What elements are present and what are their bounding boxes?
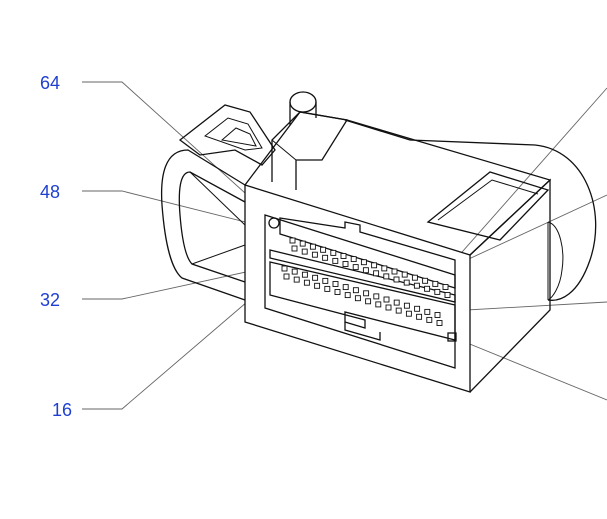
pin-cavity	[395, 307, 402, 314]
leader-line-right-2	[444, 194, 607, 271]
pin-cavity	[381, 265, 388, 272]
pin-cavity	[314, 282, 321, 289]
leader-line-16	[82, 277, 276, 410]
pin-cavity	[322, 254, 329, 261]
rear-shell	[344, 119, 597, 301]
pin-cavity	[383, 296, 390, 303]
pin-cavity	[393, 299, 400, 306]
pin-cavity	[424, 285, 431, 292]
center-rail	[269, 249, 456, 303]
pin-cavity	[371, 262, 378, 269]
bottom-key	[344, 322, 381, 341]
pin-cavity	[393, 276, 400, 283]
leader-lines-left	[82, 81, 286, 410]
latch-arm	[178, 104, 276, 166]
corner-marker	[447, 332, 457, 342]
pin-cavity	[332, 257, 339, 264]
pin-cavity	[375, 301, 382, 308]
latch-frame-depth-2	[191, 244, 246, 265]
pin-cavity	[434, 312, 441, 318]
latch-frame-depth	[189, 171, 246, 226]
pin-cavity	[416, 313, 423, 320]
pin-cavity	[312, 274, 319, 281]
pin-cavity	[281, 265, 288, 272]
pin-cavity	[405, 310, 412, 317]
pin-cavity	[342, 261, 349, 267]
pin-label-64: 64	[40, 73, 60, 93]
pin-cavity	[373, 293, 380, 300]
leader-line-32	[82, 264, 279, 300]
pin-cavity	[283, 273, 290, 280]
pin-cavity	[444, 292, 451, 298]
pin-cavity	[354, 295, 361, 302]
pin-cavity	[303, 279, 310, 286]
pin-cavity	[324, 285, 331, 292]
leader-line-48	[82, 190, 286, 233]
pin-cavity	[383, 273, 390, 280]
pin-cavity	[401, 271, 408, 278]
pin-cavity	[301, 271, 308, 278]
pin-grid	[281, 237, 451, 326]
pin-cavity	[363, 290, 370, 297]
latch-arm-slot-2	[220, 127, 257, 147]
pin-cavity	[385, 304, 392, 311]
pin-label-16: 16	[52, 400, 72, 420]
pin-cavity	[365, 298, 372, 305]
pin-cavity	[413, 282, 420, 289]
pin-cavity	[391, 268, 398, 275]
pin-cavity	[434, 288, 441, 295]
top-window-inner	[437, 179, 539, 221]
pin-cavity	[352, 287, 359, 294]
pin-cavity	[442, 284, 449, 290]
pin-label-32: 32	[40, 290, 60, 310]
top-post-edge	[271, 139, 297, 161]
pin-cavity	[311, 251, 318, 258]
pin-cavity	[373, 270, 380, 277]
pin-1-marker	[268, 217, 280, 229]
latch-arm-slot	[203, 117, 263, 151]
pin-cavity	[424, 308, 431, 315]
rear-shell-inner	[547, 221, 564, 301]
pin-cavity	[403, 279, 410, 286]
pin-cavity	[360, 259, 367, 266]
pin-cavity	[352, 264, 359, 271]
connector-housing	[160, 91, 597, 393]
pin-cavity	[301, 248, 308, 255]
pin-cavity	[293, 276, 300, 283]
front-face-right-edge	[469, 178, 551, 393]
leader-line-right-4	[454, 337, 607, 401]
pin-cavity	[334, 289, 341, 295]
pin-cavity	[291, 245, 298, 252]
pin-cavity	[291, 268, 298, 275]
pin-cavity	[422, 277, 429, 284]
pin-cavity	[414, 305, 421, 312]
pin-cavity	[322, 277, 329, 284]
pin-cavity	[309, 243, 316, 250]
pin-cavity	[299, 240, 306, 247]
latch-frame-outer	[160, 149, 246, 301]
pin-cavity	[362, 267, 369, 274]
pin-cavity	[350, 256, 357, 263]
pin-cavity	[340, 253, 347, 259]
pin-cavity	[432, 280, 439, 287]
latch-frame-inner	[178, 171, 246, 283]
pin-cavity	[332, 281, 339, 287]
pin-label-48: 48	[40, 182, 60, 202]
upper-cavity	[279, 217, 456, 289]
top-post	[271, 111, 349, 190]
pin-cavity	[330, 249, 337, 256]
pin-cavity	[411, 274, 418, 281]
pin-cavity	[289, 237, 296, 244]
pin-cavity	[344, 292, 351, 299]
pin-cavity	[342, 284, 349, 291]
pin-cavity	[320, 246, 327, 253]
top-window	[426, 171, 550, 241]
top-boss	[289, 91, 317, 113]
leader-line-64	[82, 81, 276, 221]
pin-cavity	[403, 302, 410, 309]
pin-cavity	[436, 320, 443, 326]
pin-cavity	[426, 316, 433, 323]
